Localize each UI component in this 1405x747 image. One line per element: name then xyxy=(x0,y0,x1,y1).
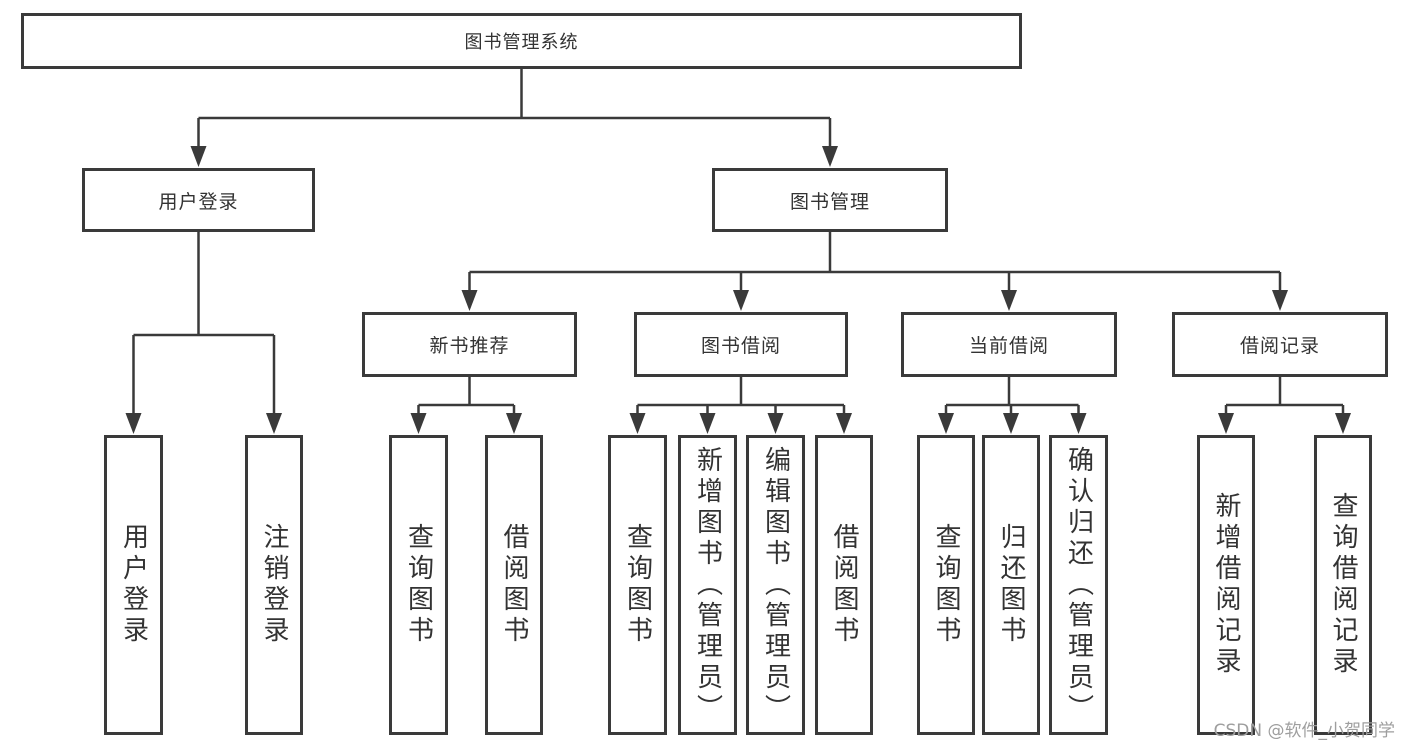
leaf-query-books-recommend-label: 查询图书 xyxy=(403,523,434,647)
leaf-query-books-borrow: 查询图书 xyxy=(608,435,667,735)
leaf-logout: 注销登录 xyxy=(245,435,303,735)
arrowhead xyxy=(190,146,207,167)
connector-book-borrow-to-leaves xyxy=(629,377,852,434)
node-book-borrow: 图书借阅 xyxy=(634,312,848,377)
node-borrow-records: 借阅记录 xyxy=(1172,312,1388,377)
arrowhead xyxy=(629,413,646,434)
leaf-return-book-label: 归还图书 xyxy=(996,523,1026,647)
connector-new-book-to-leaves xyxy=(410,377,522,434)
leaf-edit-book-admin-label: 编辑图书（管理员） xyxy=(760,445,791,725)
arrowhead xyxy=(1003,413,1019,434)
node-root-system: 图书管理系统 xyxy=(21,13,1022,69)
arrowhead xyxy=(836,413,852,434)
arrowhead xyxy=(125,413,142,434)
arrowhead xyxy=(1070,413,1087,434)
leaf-query-books-current-label: 查询图书 xyxy=(931,523,961,647)
leaf-user-login-label: 用户登录 xyxy=(118,523,149,647)
arrowhead xyxy=(699,413,716,434)
node-new-book-recommend: 新书推荐 xyxy=(362,312,577,377)
leaf-confirm-return-admin: 确认归还（管理员） xyxy=(1049,435,1108,735)
leaf-query-books-current: 查询图书 xyxy=(917,435,975,735)
arrowhead xyxy=(266,413,282,434)
connector-root-to-level2 xyxy=(190,69,838,167)
connector-book-management-to-level3 xyxy=(461,232,1288,311)
arrowhead xyxy=(461,290,478,311)
leaf-add-book-admin-label: 新增图书（管理员） xyxy=(692,445,723,725)
node-user-login: 用户登录 xyxy=(82,168,315,232)
arrowhead xyxy=(410,413,427,434)
arrowhead xyxy=(1335,413,1351,434)
arrowhead xyxy=(1272,290,1288,311)
arrowhead xyxy=(767,413,784,434)
arrowhead xyxy=(1001,290,1017,311)
leaf-logout-label: 注销登录 xyxy=(259,523,289,647)
arrowhead xyxy=(506,413,522,434)
leaf-borrow-books-label: 借阅图书 xyxy=(829,523,859,647)
connector-user-login-to-leaves xyxy=(125,232,282,434)
leaf-add-borrow-record-label: 新增借阅记录 xyxy=(1211,492,1241,678)
connector-current-borrow-to-leaves xyxy=(938,377,1087,434)
node-current-borrow: 当前借阅 xyxy=(901,312,1117,377)
leaf-confirm-return-admin-label: 确认归还（管理员） xyxy=(1063,445,1094,725)
leaf-return-book: 归还图书 xyxy=(982,435,1040,735)
leaf-add-borrow-record: 新增借阅记录 xyxy=(1197,435,1255,735)
leaf-borrow-books-recommend: 借阅图书 xyxy=(485,435,543,735)
arrowhead xyxy=(1218,413,1234,434)
arrowhead xyxy=(938,413,954,434)
leaf-query-books-recommend: 查询图书 xyxy=(389,435,448,735)
connector-borrow-records-to-leaves xyxy=(1218,377,1351,434)
csdn-watermark: CSDN @软件_小贺同学 xyxy=(1213,721,1395,741)
leaf-query-borrow-record-label: 查询借阅记录 xyxy=(1328,492,1358,678)
arrowhead xyxy=(733,290,749,311)
node-book-management: 图书管理 xyxy=(712,168,948,232)
leaf-query-books-borrow-label: 查询图书 xyxy=(622,523,653,647)
leaf-edit-book-admin: 编辑图书（管理员） xyxy=(746,435,805,735)
leaf-user-login: 用户登录 xyxy=(104,435,163,735)
leaf-borrow-books: 借阅图书 xyxy=(815,435,873,735)
leaf-query-borrow-record: 查询借阅记录 xyxy=(1314,435,1372,735)
leaf-borrow-books-recommend-label: 借阅图书 xyxy=(499,523,529,647)
leaf-add-book-admin: 新增图书（管理员） xyxy=(678,435,737,735)
arrowhead xyxy=(822,146,838,167)
